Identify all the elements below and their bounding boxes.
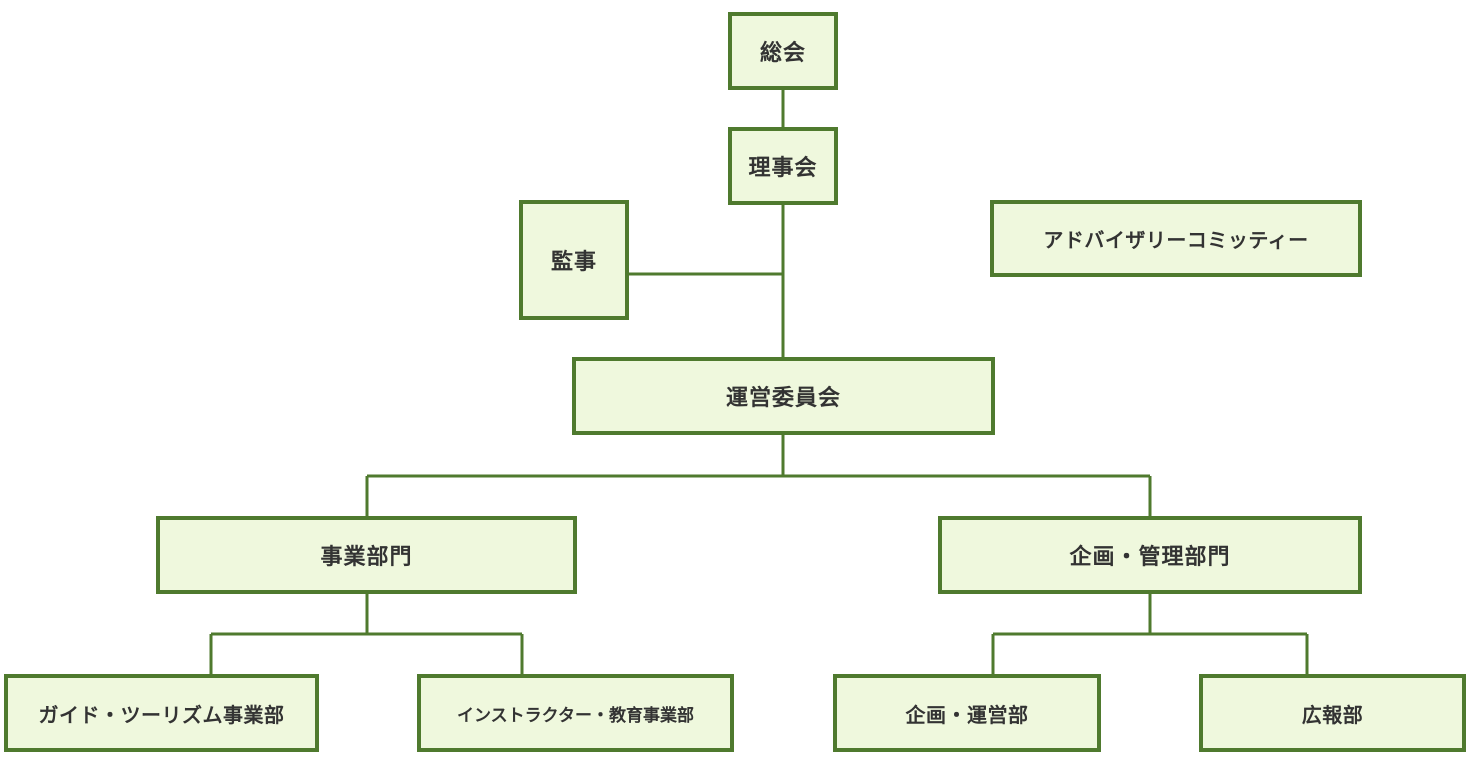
auditor-node: 監事 [519,200,629,320]
guide-tourism-dept-label: ガイド・ツーリズム事業部 [38,702,285,727]
planning-division-node: 企画・管理部門 [938,516,1362,594]
planning-operations-dept-label: 企画・運営部 [905,702,1029,727]
public-relations-dept-label: 広報部 [1301,702,1364,727]
public-relations-dept-node: 広報部 [1199,674,1466,752]
instructor-education-dept-label: インストラクター・教育事業部 [457,705,694,726]
planning-operations-dept-node: 企画・運営部 [833,674,1101,752]
business-division-node: 事業部門 [156,516,577,594]
general-assembly-label: 総会 [759,41,806,66]
general-assembly-node: 総会 [728,12,838,90]
advisory-committee-node: アドバイザリーコミッティー [990,200,1362,277]
steering-committee-node: 運営委員会 [572,357,995,435]
board-label: 理事会 [748,156,818,181]
auditor-label: 監事 [550,250,597,275]
business-division-label: 事業部門 [320,545,413,570]
instructor-education-dept-node: インストラクター・教育事業部 [417,674,734,752]
board-node: 理事会 [728,127,838,205]
advisory-committee-label: アドバイザリーコミッティー [1043,228,1309,252]
guide-tourism-dept-node: ガイド・ツーリズム事業部 [4,674,319,752]
planning-division-label: 企画・管理部門 [1069,545,1231,570]
steering-committee-label: 運営委員会 [725,386,841,411]
